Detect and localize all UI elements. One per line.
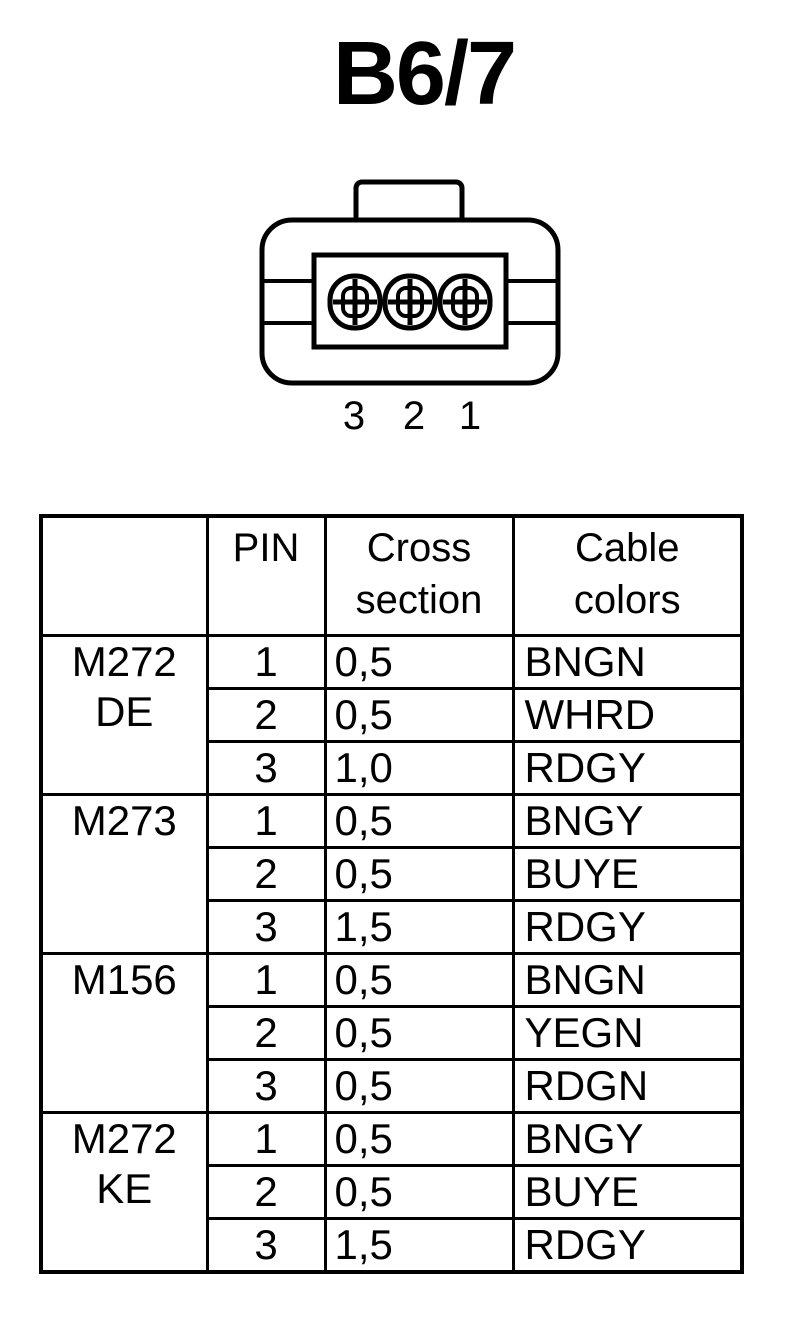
- cross-section-cell: 0,5: [323, 1058, 515, 1114]
- pin-cell: 2: [205, 1005, 327, 1061]
- connector-drawing: [259, 179, 561, 386]
- cable-color-cell: RDGY: [511, 740, 744, 796]
- pin-cell: 3: [205, 899, 327, 955]
- header-cross-section-line2: section: [355, 578, 483, 622]
- header-cross-section: Cross section: [323, 514, 515, 637]
- pin-cell: 2: [205, 687, 327, 743]
- table-row: 2 0,5 YEGN: [41, 1005, 744, 1061]
- connector-pin-3: [327, 273, 383, 331]
- diagram-title: B6/7: [332, 24, 517, 124]
- cross-section-cell: 0,5: [323, 1164, 515, 1220]
- header-pin: PIN: [205, 514, 327, 637]
- pin-cell: 1: [205, 793, 327, 849]
- header-model: [39, 514, 209, 637]
- table-row: 3 1,5 RDGY: [41, 1217, 744, 1274]
- model-cell: M273: [39, 793, 209, 955]
- header-cable-colors-line1: Cable: [574, 526, 680, 570]
- table-row: 2 0,5 BUYE: [41, 1164, 744, 1220]
- pin-number-label-1: 1: [458, 394, 482, 438]
- model-variant: DE: [95, 688, 154, 735]
- table-row: 2 0,5 BUYE: [41, 846, 744, 902]
- model-cell: M272 DE: [39, 634, 209, 796]
- model-name: M156: [71, 956, 177, 1004]
- pin-assignment-table: PIN Cross section Cable colors M272 DE 1…: [39, 514, 744, 1274]
- cross-section-cell: 1,5: [323, 1217, 515, 1274]
- pin-cell: 2: [205, 1164, 327, 1220]
- model-variant: KE: [96, 1165, 153, 1212]
- connector-pin-2: [382, 273, 438, 331]
- pin-cell: 3: [205, 1217, 327, 1274]
- table-row: 3 1,0 RDGY: [41, 740, 744, 796]
- cross-section-cell: 0,5: [323, 793, 515, 849]
- pin-cell: 3: [205, 740, 327, 796]
- cable-color-cell: BNGY: [511, 1111, 744, 1167]
- table-row: 2 0,5 WHRD: [41, 687, 744, 743]
- cable-color-cell: RDGY: [511, 1217, 744, 1274]
- pin-cell: 2: [205, 846, 327, 902]
- cable-color-cell: BUYE: [511, 846, 744, 902]
- cross-section-cell: 0,5: [323, 687, 515, 743]
- pin-number-label-3: 3: [342, 394, 366, 438]
- table-row: M272 KE 1 0,5 BNGY: [39, 1111, 744, 1274]
- cable-color-cell: BNGN: [511, 952, 744, 1008]
- cable-color-cell: YEGN: [511, 1005, 744, 1061]
- table-row: M156 1 0,5 BNGN: [39, 952, 744, 1114]
- cable-color-cell: WHRD: [511, 687, 744, 743]
- model-name: M272: [71, 1115, 177, 1162]
- pin-cell: 1: [205, 952, 327, 1008]
- cable-color-cell: RDGN: [511, 1058, 744, 1114]
- cross-section-cell: 0,5: [323, 1111, 515, 1167]
- model-name: M272: [71, 638, 177, 686]
- cross-section-cell: 0,5: [323, 634, 515, 690]
- model-cell: M156: [39, 952, 209, 1114]
- cable-color-cell: BUYE: [511, 1164, 744, 1220]
- cross-section-cell: 1,5: [323, 899, 515, 955]
- table-row: 3 1,5 RDGY: [41, 899, 744, 955]
- cross-section-cell: 1,0: [323, 740, 515, 796]
- cable-color-cell: BNGY: [511, 793, 744, 849]
- connector-pin-1: [437, 273, 493, 331]
- header-cross-section-line1: Cross: [366, 526, 472, 570]
- pin-cell: 1: [205, 634, 327, 690]
- cable-color-cell: BNGN: [511, 634, 744, 690]
- table-row: 3 0,5 RDGN: [41, 1058, 744, 1114]
- model-name: M273: [71, 797, 177, 845]
- cross-section-cell: 0,5: [323, 952, 515, 1008]
- pin-number-label-2: 2: [402, 394, 426, 438]
- pin-cell: 1: [205, 1111, 327, 1167]
- pin-cell: 3: [205, 1058, 327, 1114]
- cross-section-cell: 0,5: [323, 1005, 515, 1061]
- cable-color-cell: RDGY: [511, 899, 744, 955]
- header-cable-colors-line2: colors: [573, 578, 681, 622]
- table-header-row: PIN Cross section Cable colors: [39, 514, 744, 637]
- cross-section-cell: 0,5: [323, 846, 515, 902]
- table-row: M272 DE 1 0,5 BNGN: [39, 634, 744, 796]
- table-row: M273 1 0,5 BNGY: [39, 793, 744, 955]
- header-cable-colors: Cable colors: [511, 514, 744, 637]
- model-cell: M272 KE: [39, 1111, 209, 1274]
